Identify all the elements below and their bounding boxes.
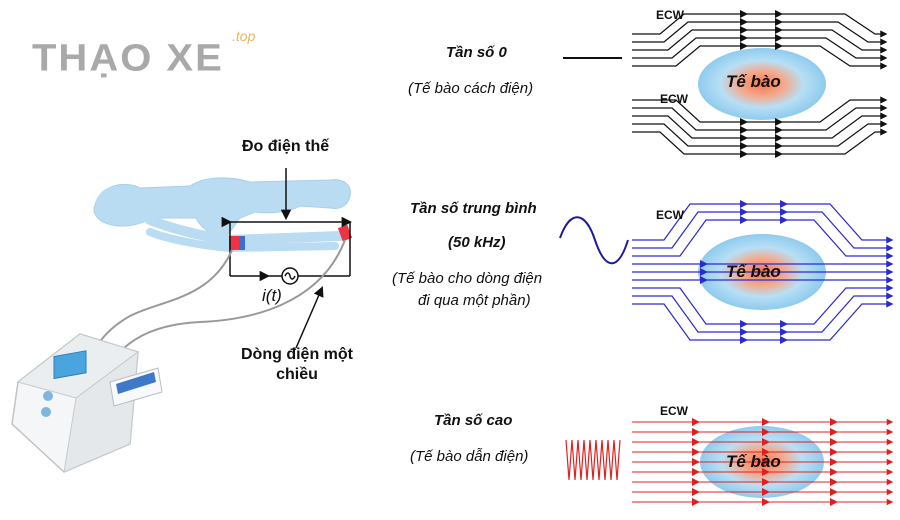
electrode-foot bbox=[337, 224, 353, 242]
voltage-label: Đo điện thế bbox=[242, 138, 330, 155]
arrowheads-row3 bbox=[692, 418, 838, 506]
measurement-circuit bbox=[221, 168, 353, 349]
row2-title: Tần số trung bình bbox=[410, 200, 537, 217]
row1-ecw-label-lower: ECW bbox=[660, 92, 688, 106]
arrowheads-row2 bbox=[700, 200, 788, 344]
row1-ecw-label: ECW bbox=[656, 8, 684, 22]
dc-label-line1: Dòng điện một bbox=[241, 346, 353, 363]
row1-subtitle: (Tế bào cách điện) bbox=[408, 80, 534, 97]
dc-label-line2: chiều bbox=[276, 366, 318, 383]
row2-cell-label: Tế bào bbox=[726, 262, 781, 281]
logo: THẠO XE bbox=[32, 37, 224, 79]
row3-title: Tần số cao bbox=[434, 412, 513, 429]
arrowheads-row1 bbox=[740, 10, 783, 158]
current-symbol: i(t) bbox=[262, 286, 282, 305]
bia-device bbox=[11, 333, 163, 473]
row2-ecw-label: ECW bbox=[656, 208, 684, 222]
row3-subtitle: (Tế bào dẫn điện) bbox=[410, 448, 529, 465]
row2-subtitle-line2: đi qua một phần) bbox=[418, 292, 531, 309]
cell-ellipse-row1 bbox=[698, 48, 826, 120]
cables bbox=[91, 239, 346, 353]
row3-ecw-label: ECW bbox=[660, 404, 688, 418]
human-body-figure bbox=[93, 177, 351, 253]
current-lines-row1 bbox=[632, 13, 888, 155]
row3-cell-label: Tế bào bbox=[726, 452, 781, 471]
sine-signal bbox=[559, 216, 629, 265]
row2-subtitle-line1: (Tế bào cho dòng điện bbox=[392, 270, 543, 287]
current-lines-row2 bbox=[632, 203, 894, 341]
electrode-hand bbox=[229, 236, 245, 250]
row2-title-freq: (50 kHz) bbox=[448, 234, 506, 251]
logo-domain: .top bbox=[232, 28, 256, 44]
high-frequency-signal bbox=[565, 439, 621, 481]
row1-title: Tần số 0 bbox=[446, 44, 507, 61]
row1-cell-label: Tế bào bbox=[726, 72, 781, 91]
